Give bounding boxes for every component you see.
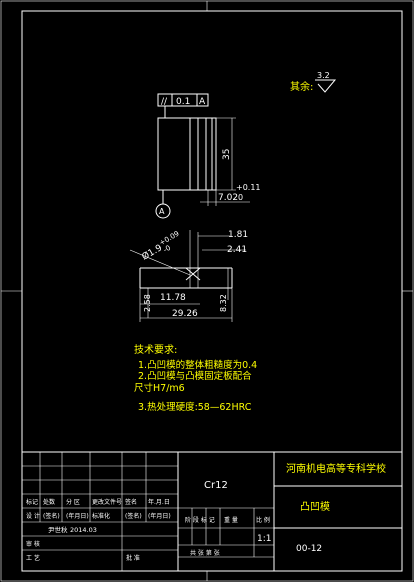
h-fenqu: 分 区 [66,498,80,506]
roughness-symbol [315,79,337,93]
r-biaozhunhua: 标准化 [92,512,110,520]
detail-view: 1.81 2.41 11.78 29.26 2.58 8.32 Ø1.9 +0.… [129,230,248,322]
r-pizhun: 批 准 [126,554,140,562]
r-gongyi: 工 艺 [26,554,40,562]
part-name: 凸凹模 [300,501,330,513]
h-chushu: 处数 [43,498,55,506]
school-name: 河南机电高等专科学校 [286,462,386,475]
r-date2: (年月日) [148,512,171,520]
h-gengaiwenjian: 更改文件号 [92,498,122,506]
r-sign2: (签名) [125,512,142,520]
designer-name: 尹世秋 [48,525,68,534]
dim-height-value: 35 [222,149,232,160]
tech-req-line-1: 1.凸凹模的整体粗糙度为0.4 [138,359,257,371]
dim-width-value: 7.02 [218,193,238,203]
dim-11-78: 11.78 [160,293,186,303]
dim-2-58: 2.58 [143,294,152,312]
dim-1-81: 1.81 [228,230,248,240]
tech-req-line-3: 尺寸H7/m6 [134,382,185,394]
material: Cr12 [204,480,228,491]
tolerance-frame: // 0.1 A [157,93,209,118]
dim-width: 7.02 0 +0.11 [200,183,261,206]
roughness-label: 其余: [290,80,313,93]
r-date1: (年月日) [66,512,89,520]
dim-width-tol-lower: 0 [238,193,243,202]
roughness-value: 3.2 [317,71,330,80]
tech-req-title: 技术要求: [134,343,177,356]
dim-height: 35 [216,117,236,191]
drawing-number: 00-12 [296,544,322,554]
dim-diameter-tol-lower: -0 [162,244,172,254]
dim-width-tol-upper: +0.11 [236,183,261,192]
parallelism-symbol: // [161,97,168,107]
scale: 1:1 [257,534,271,544]
h-jieduan: 阶 段 标 记 [185,516,215,524]
tolerance-datum: A [199,97,206,107]
part-view [157,117,217,191]
h-qianming: 签名 [125,498,137,506]
r-shenhe: 审 核 [26,540,40,548]
h-biaoji: 标记 [26,498,38,506]
sheet-count: 共 张 第 张 [190,549,220,557]
dim-8-32: 8.32 [219,294,228,312]
dim-2-41: 2.41 [227,245,247,255]
tech-req-line-2: 2.凸凹模与凸模固定板配合 [138,370,252,382]
r-sign1: (签名) [43,512,60,520]
dim-29-26: 29.26 [172,309,198,319]
h-zhongliang: 重 量 [224,516,238,524]
title-block: Cr12 河南机电高等专科学校 凸凹模 00-12 1:1 标记 处数 分 区 … [21,451,403,572]
r-sheji: 设 计 [26,512,40,520]
h-nianyueri: 年.月.日 [148,498,170,506]
dim-diameter-tol-upper: +0.09 [158,230,181,248]
datum-marker: A [155,190,171,219]
design-date: 2014.03 [70,526,97,534]
h-bili: 比 例 [256,516,270,524]
tech-requirements: 技术要求: 1.凸凹模的整体粗糙度为0.4 2.凸凹模与凸模固定板配合 尺寸H7… [134,343,257,413]
tech-req-line-4: 3.热处理硬度:58—62HRC [138,401,252,413]
datum-letter: A [159,207,165,216]
tolerance-value: 0.1 [176,97,190,107]
